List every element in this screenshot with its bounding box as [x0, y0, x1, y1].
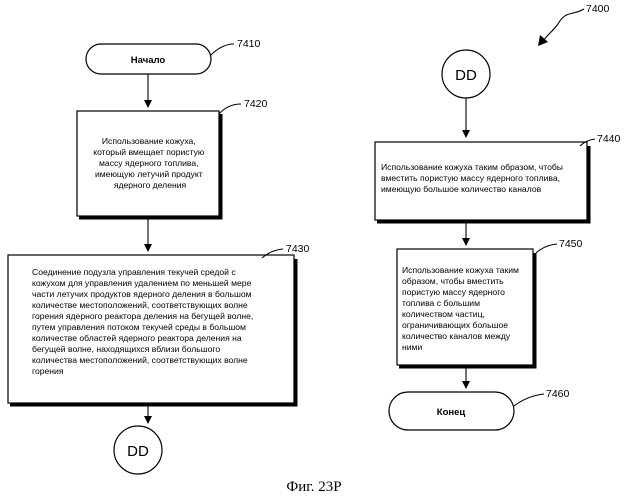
start-ref-leader [211, 44, 234, 55]
step-7430-text: Соединение подузла управления текучей ср… [32, 267, 256, 376]
figure-ref-pointer [544, 9, 584, 40]
figure-ref-group: 7400 [538, 3, 610, 46]
process-step-7420: Использование кожуха, который вмещает по… [77, 98, 268, 218]
connector-top-label: DD [455, 67, 477, 84]
step-7450-ref-label: 7450 [559, 238, 583, 250]
step-7440-text: Использование кожуха таким образом, чтоб… [381, 162, 565, 194]
start-terminal-label: Начало [131, 55, 166, 66]
step-7430-ref-label: 7430 [286, 243, 310, 255]
start-terminal: Начало 7410 [86, 38, 261, 74]
end-terminal-label: Конец [437, 407, 466, 418]
step-7420-ref-label: 7420 [244, 98, 268, 110]
step-7440-ref-label: 7440 [597, 133, 621, 145]
end-ref-label: 7460 [546, 388, 570, 400]
step-7420-ref-leader [219, 104, 241, 114]
process-step-7430: Соединение подузла управления текучей ср… [8, 243, 310, 405]
process-step-7450: Использование кожуха таким образом, чтоб… [397, 238, 583, 367]
offpage-connector-bottom: DD [114, 426, 162, 474]
start-ref-label: 7410 [237, 38, 261, 50]
offpage-connector-top: DD [442, 50, 490, 98]
end-ref-leader [514, 394, 544, 406]
process-step-7440: Использование кожуха таким образом, чтоб… [375, 133, 621, 222]
figure-caption: Фиг. 23Р [286, 479, 341, 495]
end-terminal: Конец 7460 [389, 388, 570, 430]
figure-ref-label: 7400 [586, 3, 610, 15]
connector-bottom-label: DD [127, 443, 149, 460]
step-7450-ref-leader [536, 244, 557, 253]
